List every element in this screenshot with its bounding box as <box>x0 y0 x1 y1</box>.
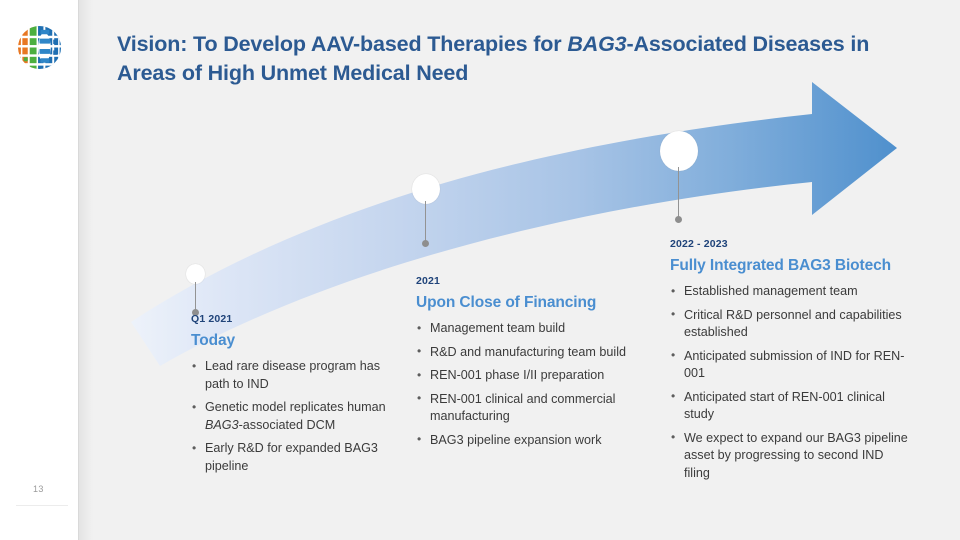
slide-number-rule <box>16 505 68 506</box>
list-item: R&D and manufacturing team build <box>416 343 661 362</box>
list-item: Lead rare disease program has path to IN… <box>191 358 391 393</box>
milestone-year-label: Q1 2021 <box>191 313 233 325</box>
list-item: REN-001 clinical and commercial manufact… <box>416 390 661 426</box>
milestone-heading: Fully Integrated BAG3 Biotech <box>670 257 892 274</box>
milestone-year-label: 2022 - 2023 <box>670 238 728 250</box>
list-item: Anticipated submission of IND for REN-00… <box>670 347 910 383</box>
list-item: REN-001 phase I/II preparation <box>416 367 661 385</box>
milestone-column-2022-2023: 2022 - 2023 Fully Integrated BAG3 Biotec… <box>670 238 910 488</box>
bullet-text-italic: BAG3 <box>205 417 239 432</box>
bullet-text-pre: Genetic model replicates human <box>205 400 386 414</box>
list-item: Management team build <box>416 320 661 338</box>
marker-foot-dot <box>422 240 429 247</box>
title-line1-before: Vision: To Develop AAV-based Therapies f… <box>117 32 568 56</box>
page-title: Vision: To Develop AAV-based Therapies f… <box>117 30 917 88</box>
milestone-heading: Upon Close of Financing <box>416 294 597 311</box>
list-item: Anticipated start of REN-001 clinical st… <box>670 388 910 424</box>
list-item: Established management team <box>670 283 910 301</box>
title-line2: Areas of High Unmet Medical Need <box>117 61 469 85</box>
list-item: BAG3 pipeline expansion work <box>416 431 661 450</box>
title-line1-italic: BAG3 <box>567 32 627 56</box>
milestone-bullet-list: Management team build R&D and manufactur… <box>416 320 661 449</box>
marker-stem <box>678 167 680 220</box>
marker-bulb <box>186 264 205 284</box>
milestone-bullet-list: Lead rare disease program has path to IN… <box>191 358 391 475</box>
list-item: We expect to expand our BAG3 pipeline as… <box>670 429 910 483</box>
marker-bulb <box>660 131 698 171</box>
slide-number: 13 <box>33 484 44 494</box>
marker-bulb <box>412 174 440 204</box>
rail-shadow <box>79 0 93 540</box>
list-item: Genetic model replicates human BAG3-asso… <box>191 399 391 434</box>
milestone-heading: Today <box>191 332 235 349</box>
milestone-year-label: 2021 <box>416 275 440 287</box>
milestone-column-q1-2021: Q1 2021 Today Lead rare disease program … <box>191 313 391 481</box>
marker-foot-dot <box>675 216 682 223</box>
rail-divider <box>78 0 79 540</box>
milestone-marker-q1-2021 <box>183 264 209 318</box>
marker-stem <box>425 201 427 244</box>
list-item: Early R&D for expanded BAG3 pipeline <box>191 440 391 475</box>
milestone-marker-2021 <box>409 174 443 250</box>
marker-stem <box>195 282 197 312</box>
title-line1-after: -Associated Diseases in <box>626 32 870 56</box>
milestone-column-2021: 2021 Upon Close of Financing Management … <box>416 275 661 455</box>
milestone-marker-2022-2023 <box>658 131 700 230</box>
bullet-text-post: -associated DCM <box>238 417 336 432</box>
milestone-bullet-list: Established management team Critical R&D… <box>670 283 910 482</box>
list-item: Critical R&D personnel and capabilities … <box>670 306 910 342</box>
renovacor-globe-logo <box>17 25 62 70</box>
left-rail <box>0 0 78 540</box>
